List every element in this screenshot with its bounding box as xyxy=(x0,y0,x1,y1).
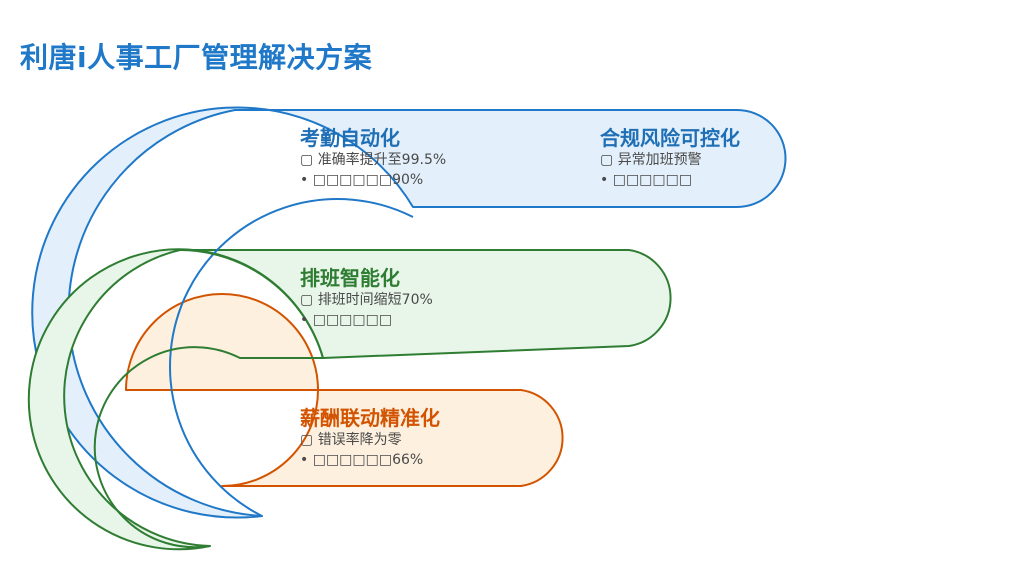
section-line: • □□□□□□90% xyxy=(300,172,424,188)
section-heading: 合规风险可控化 xyxy=(600,126,740,150)
green-inner-arc xyxy=(93,346,323,549)
section-line: • □□□□□□ xyxy=(300,312,393,328)
section-payroll: 薪酬联动精准化 check-icon▢ 错误率降为零 • □□□□□□66% xyxy=(300,406,440,470)
section-scheduling: 排班智能化 check-icon▢ 排班时间缩短70% • □□□□□□ xyxy=(300,266,433,330)
page-title: 利唐i人事工厂管理解决方案 xyxy=(20,41,373,74)
section-line: check-icon▢ 准确率提升至99.5% xyxy=(300,152,447,168)
band-orange xyxy=(125,293,564,487)
section-heading: 考勤自动化 xyxy=(300,126,400,150)
green-outer-arc xyxy=(179,249,324,359)
section-line: • □□□□□□66% xyxy=(300,452,424,468)
section-line: check-icon▢ 错误率降为零 xyxy=(300,432,402,448)
section-line: • □□□□□□ xyxy=(600,172,693,188)
band-green xyxy=(27,248,672,551)
section-line: check-icon▢ 排班时间缩短70% xyxy=(300,292,433,308)
section-heading: 薪酬联动精准化 xyxy=(300,406,440,430)
blue-inner-arc xyxy=(169,198,414,517)
section-heading: 排班智能化 xyxy=(300,266,400,290)
section-attendance: 考勤自动化 check-icon▢ 准确率提升至99.5% • □□□□□□90… xyxy=(300,126,446,190)
section-compliance: 合规风险可控化 check-icon▢ 异常加班预警 • □□□□□□ xyxy=(600,126,740,190)
section-line: check-icon▢ 异常加班预警 xyxy=(600,152,702,168)
